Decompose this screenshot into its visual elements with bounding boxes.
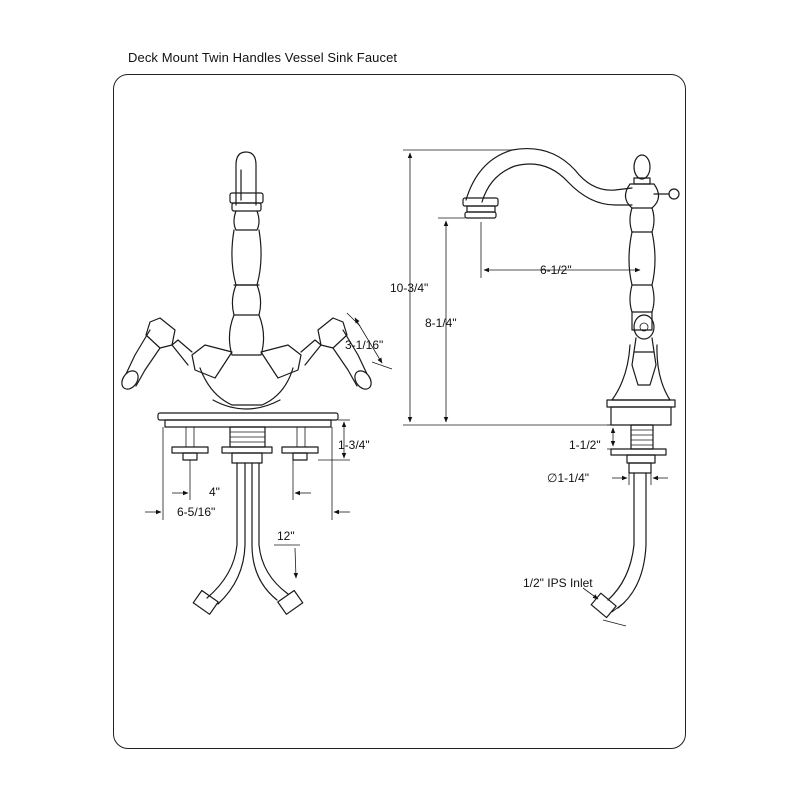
label-overall-height: 10-3/4": [390, 281, 428, 295]
label-shank-diameter: ∅1-1/4": [547, 471, 589, 485]
label-spread: 6-5/16": [177, 505, 215, 519]
side-view-faucet: [462, 147, 680, 619]
label-spout-height: 8-1/4": [425, 316, 457, 330]
diagram-title: Deck Mount Twin Handles Vessel Sink Fauc…: [128, 50, 398, 65]
drawing-frame: [113, 74, 686, 749]
side-view-dimensions: [403, 149, 668, 627]
label-inlet: 1/2" IPS Inlet: [523, 576, 593, 590]
front-view-faucet: [121, 151, 372, 615]
label-spout-reach: 6-1/2": [540, 263, 572, 277]
label-center-4: 4": [209, 485, 220, 499]
label-shank-length: 1-1/2": [569, 438, 601, 452]
label-handle-height: 3-1/16": [345, 338, 383, 352]
label-deck-to-supply: 1-3/4": [338, 438, 370, 452]
label-supply-length: 12": [277, 529, 295, 543]
front-view-dimensions: [145, 312, 393, 579]
